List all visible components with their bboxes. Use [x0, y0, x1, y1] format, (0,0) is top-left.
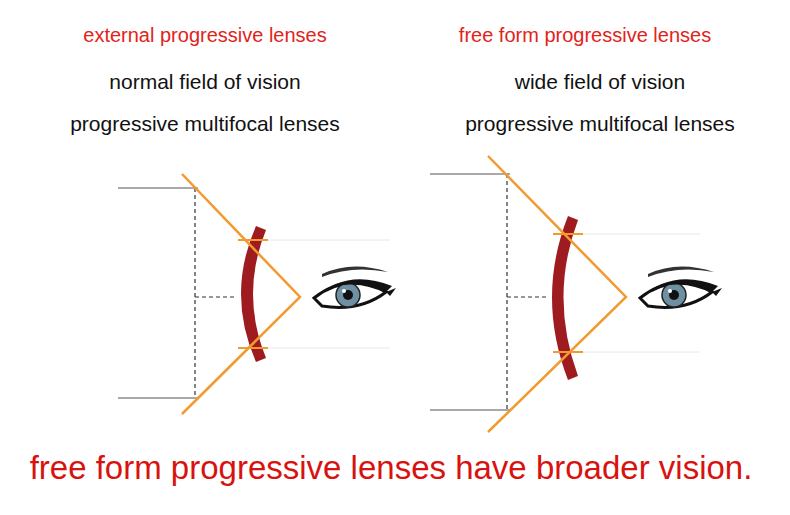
lens-description: progressive multifocal lenses [465, 112, 735, 135]
field-description: wide field of vision [515, 70, 685, 93]
lens-description: progressive multifocal lenses [70, 112, 340, 135]
lens-type-heading: free form progressive lenses [459, 24, 711, 46]
field-description: normal field of vision [109, 70, 300, 93]
lens-type-heading: external progressive lenses [83, 24, 326, 46]
left-diagram [118, 174, 396, 414]
caption-text: free form progressive lenses have broade… [30, 450, 753, 486]
right-diagram [430, 156, 722, 432]
